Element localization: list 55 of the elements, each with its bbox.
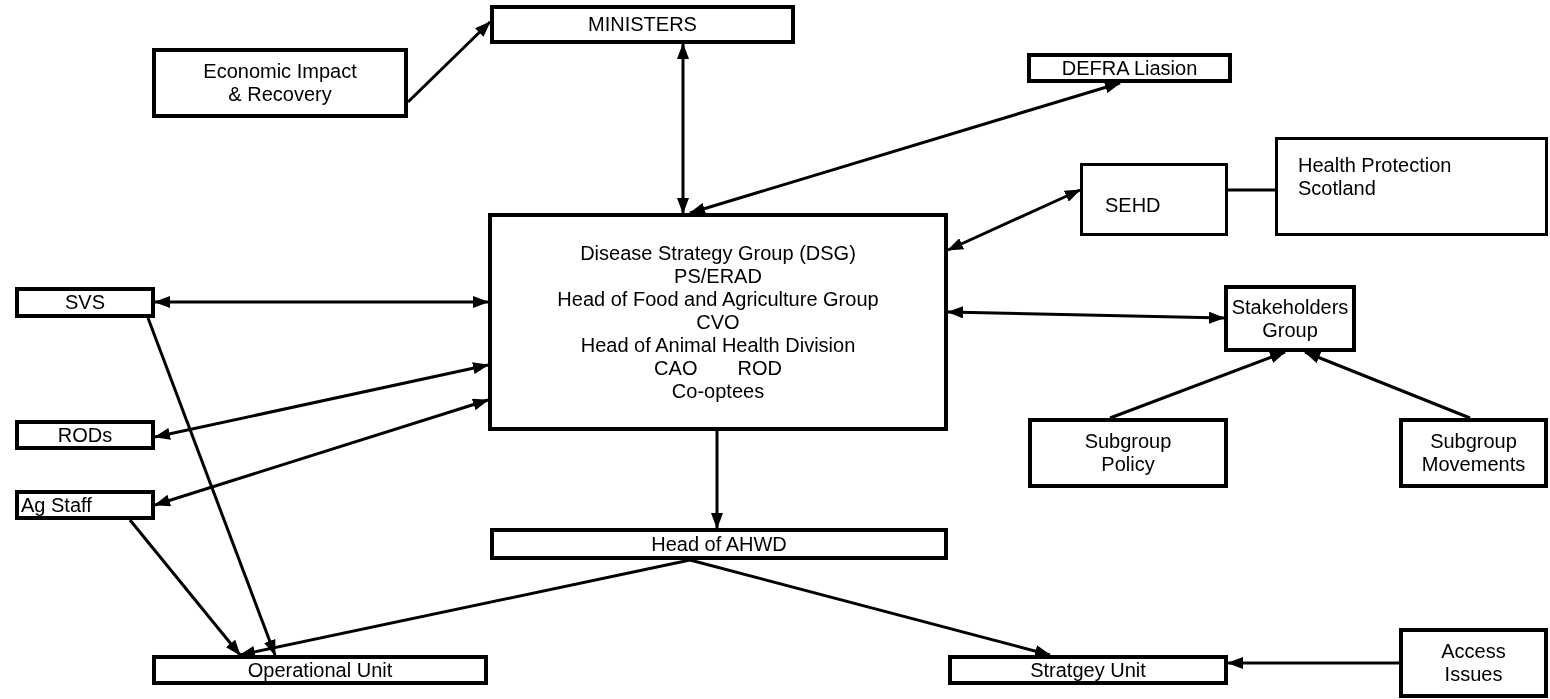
node-text: Access Issues: [1440, 640, 1507, 686]
arrow: [154, 362, 489, 440]
arrow: [128, 519, 242, 656]
node-text: Ag Staff: [21, 493, 92, 517]
node-text: SVS: [65, 291, 105, 314]
node-text: CAO: [654, 356, 698, 380]
node-text: Stakeholders Group: [1230, 295, 1350, 342]
arrow: [1304, 350, 1471, 420]
process-box: [1399, 418, 1548, 488]
process-box: [490, 5, 795, 44]
connector-line: [1228, 188, 1275, 192]
arrow: [689, 558, 1051, 657]
process-box: [488, 213, 948, 431]
arrow: [239, 558, 691, 658]
node-text: PS/ERAD: [674, 264, 762, 288]
arrow: [1109, 350, 1286, 420]
arrow: [947, 306, 1225, 324]
arrow: [689, 81, 1121, 215]
node-text: Subgroup Movements: [1420, 430, 1527, 476]
process-box: [152, 48, 408, 118]
node-text: RODs: [57, 423, 113, 447]
node-text: Economic Impact & Recovery: [202, 60, 358, 106]
node-text: ROD: [737, 356, 782, 380]
process-box: [15, 420, 155, 450]
node-text: Co-optees: [671, 379, 765, 403]
node-text: SEHD: [1105, 194, 1161, 217]
node-text: MINISTERS: [588, 13, 697, 36]
process-box: [490, 528, 948, 560]
node-text: Operational Unit: [247, 658, 393, 682]
arrow: [677, 43, 689, 214]
arrow: [146, 317, 277, 656]
process-box: [1028, 418, 1228, 488]
node-text: CVO: [696, 310, 740, 334]
arrow: [154, 398, 489, 507]
process-box: [152, 655, 488, 685]
process-box: [1275, 137, 1548, 236]
node-text: Disease Strategy Group (DSG): [580, 241, 856, 265]
arrow: [711, 431, 723, 529]
process-box: [1224, 285, 1356, 352]
process-box: [15, 490, 155, 520]
process-box: [948, 655, 1228, 685]
node-text: Head of AHWD: [651, 532, 787, 556]
process-box: [1399, 628, 1548, 698]
node-text: Subgroup Policy: [1084, 430, 1172, 476]
node-text: Health Protection Scotland: [1298, 154, 1453, 200]
process-box: [1080, 163, 1228, 236]
node-text: Stratgey Unit: [1030, 658, 1146, 682]
node-text: Head of Animal Health Division: [580, 333, 856, 357]
arrow: [154, 296, 489, 308]
node-text: DEFRA Liasion: [1061, 56, 1198, 80]
node-text: Head of Food and Agriculture Group: [557, 287, 879, 311]
process-box: [15, 287, 155, 318]
process-box: [1027, 53, 1232, 83]
arrow: [1227, 657, 1399, 669]
arrow: [947, 188, 1081, 252]
